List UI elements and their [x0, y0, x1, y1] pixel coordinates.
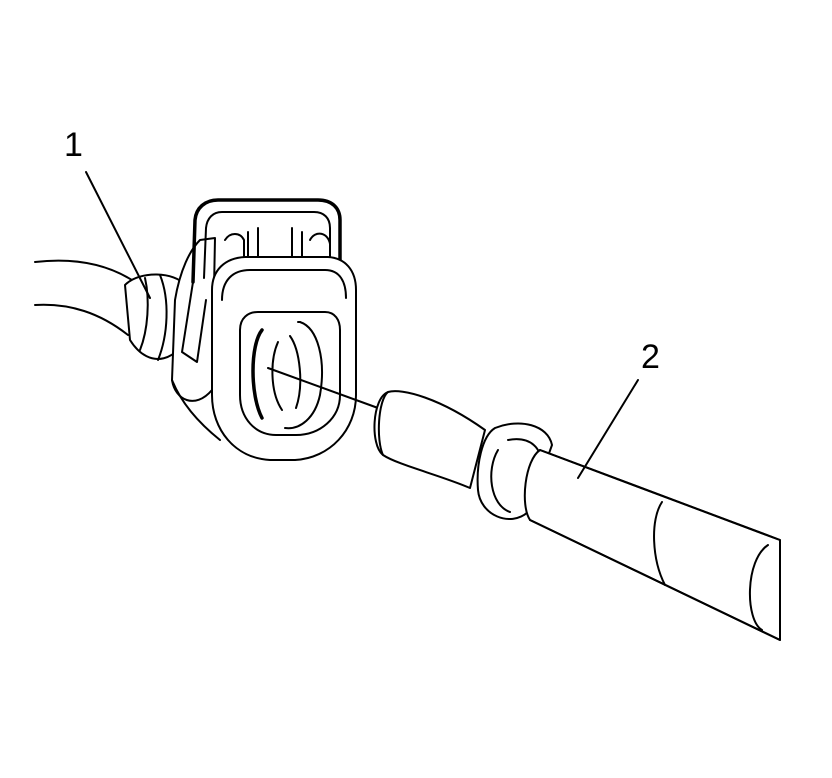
left-hose: [34, 259, 191, 361]
callout-label-2: 2: [641, 338, 660, 376]
leader-line-2: [577, 379, 639, 479]
leader-line-1: [85, 171, 151, 299]
quick-connect-fitting: [171, 198, 357, 461]
fuel-pipe: [373, 390, 781, 641]
callout-label-1: 1: [64, 126, 83, 164]
alignment-line: [267, 367, 379, 409]
